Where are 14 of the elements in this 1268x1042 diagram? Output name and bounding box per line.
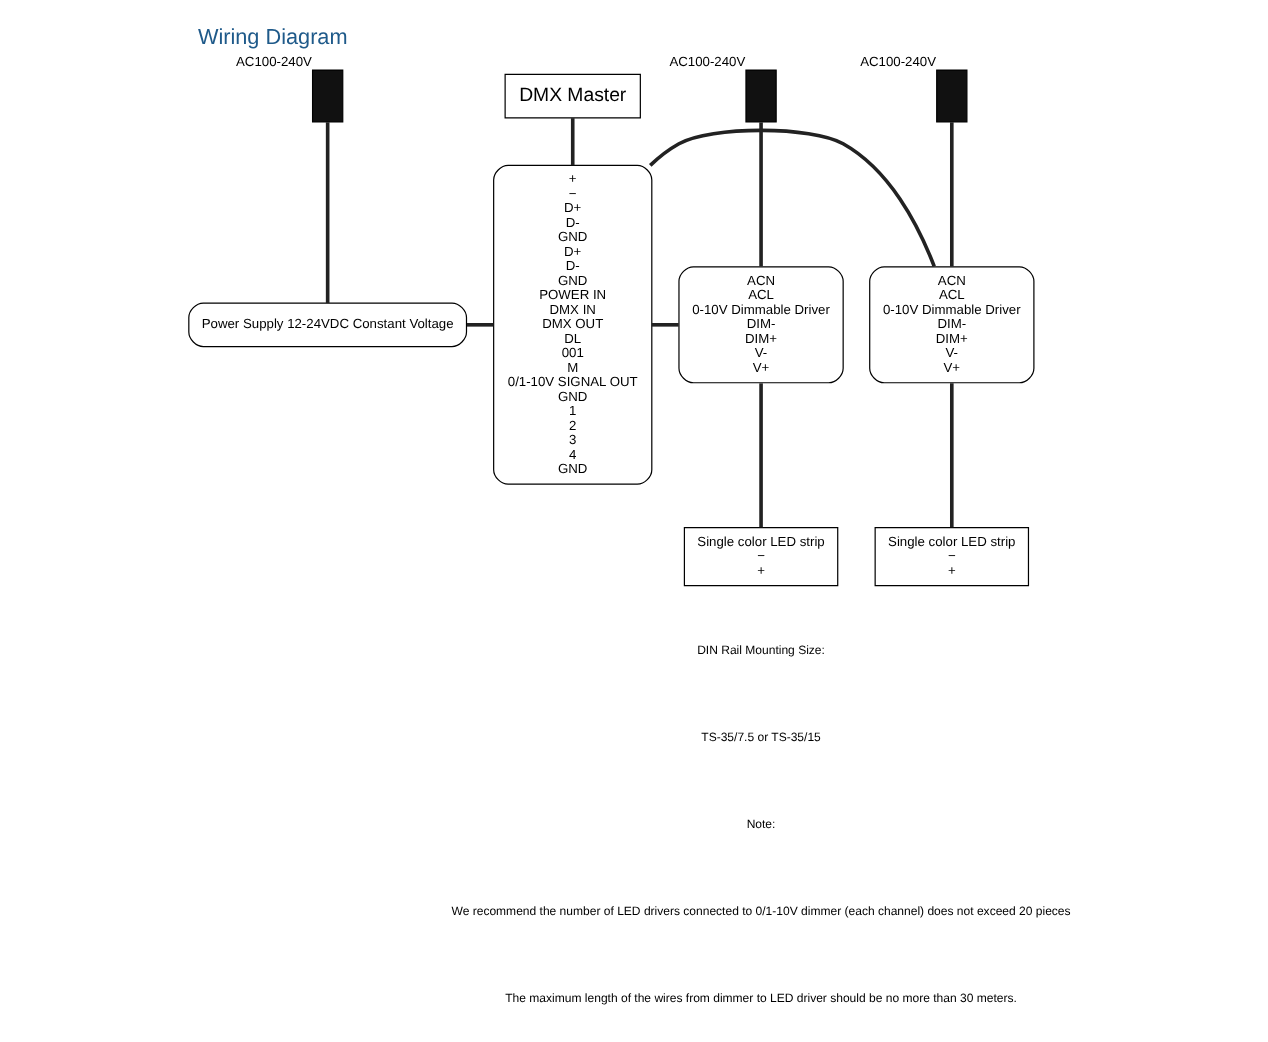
connector [570,118,575,166]
connector [325,122,330,304]
node-box [936,69,968,123]
connector [759,122,763,267]
connector [950,122,954,267]
connector [466,323,494,327]
diagram-title: Wiring Diagram [197,26,348,51]
node-box: DMX Master [504,73,641,119]
connector [759,383,763,528]
node-box [311,69,344,123]
connector [651,323,679,327]
connector [950,383,954,528]
node-box [745,69,777,123]
connector [649,128,936,268]
